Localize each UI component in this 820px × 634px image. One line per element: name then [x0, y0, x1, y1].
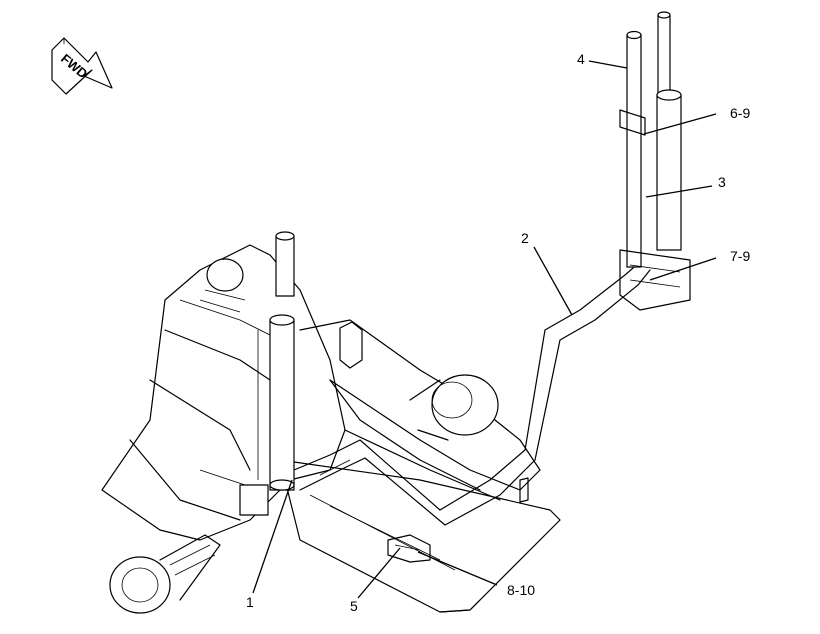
leader-lines [252, 60, 717, 599]
callout-5: 5 [350, 598, 358, 614]
leader-line-6-9 [643, 113, 717, 135]
right-upright-tubes [619, 11, 691, 311]
leader-line-5 [357, 547, 401, 599]
leader-line-4 [588, 60, 628, 69]
main-frame [101, 244, 561, 614]
callout-6-9: 6-9 [730, 105, 750, 121]
callout-8-10: 8-10 [507, 582, 535, 598]
leader-line-1 [252, 479, 293, 594]
curved-tube [293, 261, 651, 526]
leader-line-2 [533, 246, 573, 316]
callout-3: 3 [718, 174, 726, 190]
bottom-bracket [387, 534, 431, 563]
callout-1: 1 [246, 594, 254, 610]
callout-7-9: 7-9 [730, 248, 750, 264]
leader-line-7-9 [649, 257, 717, 281]
callout-4: 4 [577, 51, 585, 67]
callout-labels: 1 2 3 4 5 6-9 7-9 8-10 [246, 51, 750, 614]
callout-2: 2 [521, 230, 529, 246]
forward-arrow-icon [51, 37, 113, 95]
fwd-badge: FWD [51, 37, 113, 95]
leader-line-8-10 [417, 551, 498, 586]
leader-line-3 [645, 185, 713, 198]
left-vertical-tube [239, 231, 295, 516]
